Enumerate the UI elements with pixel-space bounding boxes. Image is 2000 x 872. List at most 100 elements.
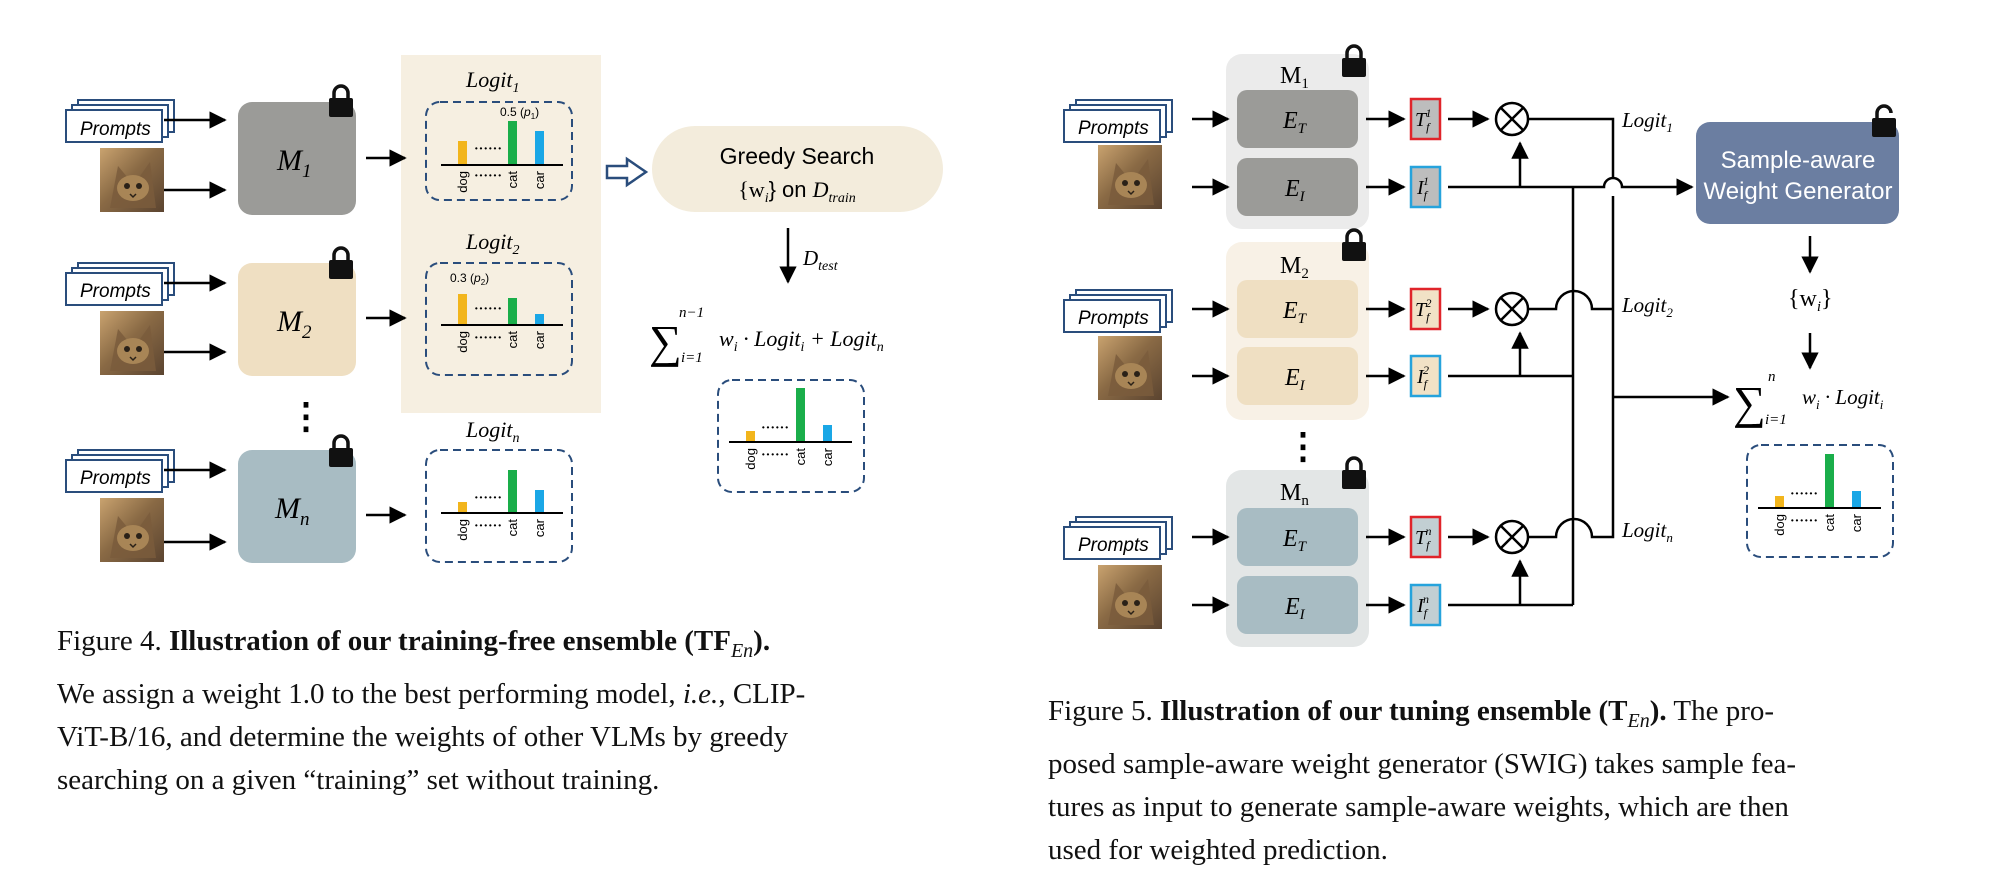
bar-dog bbox=[458, 294, 467, 324]
tick-cat: cat bbox=[1822, 514, 1837, 532]
weights-label: {wi} bbox=[1788, 286, 1833, 315]
caption-title: Illustration of our tuning ensemble (T bbox=[1159, 695, 1628, 727]
tick-cat: cat bbox=[505, 331, 520, 349]
caption-ie: i.e. bbox=[682, 677, 719, 710]
caption-subscript: En bbox=[1627, 709, 1650, 732]
fig4-sum-formula: ∑ n−1 i=1 wi · Logiti + Logitn bbox=[649, 305, 884, 367]
prompts-label: Prompts bbox=[1078, 308, 1149, 329]
bar-dog bbox=[1775, 496, 1784, 507]
bar-car bbox=[1852, 491, 1861, 507]
figure-5-caption: Figure 5. Illustration of our tuning ens… bbox=[1048, 690, 1960, 872]
fig4-row-1: Prompts M1 bbox=[65, 84, 407, 215]
tick-car: car bbox=[820, 447, 835, 466]
caption-line: searching on a given “training” set with… bbox=[57, 763, 660, 796]
svg-text:Ifn: Ifn bbox=[1416, 592, 1429, 620]
caption-line: ViT-B/16, and determine the weights of o… bbox=[57, 720, 789, 753]
prompts-label: Prompts bbox=[80, 119, 151, 140]
svg-text:ET: ET bbox=[1282, 298, 1308, 327]
greedy-search-title: Greedy Search bbox=[720, 143, 875, 169]
tick-car: car bbox=[1849, 513, 1864, 532]
cat-image bbox=[99, 310, 165, 376]
logit-label-2: Logit2 bbox=[1621, 293, 1673, 320]
tick-car: car bbox=[532, 518, 547, 537]
image-encoder-n bbox=[1237, 576, 1358, 634]
bar-cat bbox=[1825, 454, 1834, 507]
cat-image bbox=[1097, 335, 1163, 401]
logit-label-2: Logit2 bbox=[465, 229, 519, 258]
model-name-n: Mn bbox=[1280, 480, 1309, 509]
text-feature-n bbox=[1409, 515, 1442, 559]
lock-icon bbox=[327, 434, 355, 469]
sum-upper: n−1 bbox=[679, 305, 704, 321]
svg-text:······: ······ bbox=[1790, 514, 1818, 529]
bar-car bbox=[535, 490, 544, 512]
fig4-logit-chart-2: 0.3 (p2) ······ ······ dog cat car bbox=[425, 262, 573, 376]
text-feature-2 bbox=[1409, 287, 1442, 331]
svg-text:EI: EI bbox=[1284, 594, 1306, 623]
caption-prefix: Figure 5. bbox=[1048, 695, 1160, 727]
cat-image bbox=[1097, 564, 1163, 630]
tick-cat: cat bbox=[505, 171, 520, 189]
logit-panel-background bbox=[401, 55, 601, 413]
greedy-search-box bbox=[652, 126, 943, 212]
tick-car: car bbox=[532, 330, 547, 349]
bar-cat bbox=[508, 121, 517, 164]
swig-box bbox=[1696, 122, 1899, 224]
tick-car: car bbox=[532, 170, 547, 189]
caption-line: posed sample-aware weight generator (SWI… bbox=[1048, 747, 1797, 780]
caption-line: Figure 5. Illustration of our tuning ens… bbox=[1048, 690, 1960, 743]
vertical-ellipsis: ⋮ bbox=[288, 396, 324, 436]
lock-icon bbox=[327, 246, 355, 281]
svg-text:······: ······ bbox=[761, 421, 789, 436]
bar-car bbox=[535, 131, 544, 164]
svg-text:······: ······ bbox=[1790, 487, 1818, 502]
model-label: M2 bbox=[276, 305, 312, 343]
tick-cat: cat bbox=[793, 448, 808, 466]
lock-icon bbox=[327, 84, 355, 119]
model-name-1: M1 bbox=[1280, 63, 1309, 92]
logit-label-n: Logitn bbox=[1621, 518, 1673, 545]
fig5-result-chart: ······ ······ dog cat car bbox=[1746, 444, 1894, 558]
hollow-arrow-icon bbox=[605, 156, 649, 188]
caption-prefix: Figure 4. bbox=[57, 625, 169, 657]
fig4-logit-chart-1: 0.5 (p1) ······ ······ dog cat car bbox=[425, 101, 573, 201]
cat-image bbox=[99, 497, 165, 563]
svg-text:······: ······ bbox=[474, 142, 502, 157]
prob-note: 0.5 (p1) bbox=[500, 105, 539, 121]
tick-dog: dog bbox=[455, 519, 470, 541]
encoder-blocks: ET EI ET EI ET EI bbox=[1237, 90, 1358, 634]
input-arrows bbox=[1192, 110, 1406, 614]
svg-text:······: ······ bbox=[761, 448, 789, 463]
svg-text:ET: ET bbox=[1282, 108, 1308, 137]
bar-cat bbox=[508, 470, 517, 512]
image-encoder-1 bbox=[1237, 158, 1358, 216]
logit-label-1: Logit1 bbox=[465, 67, 519, 96]
greedy-search-detail: {wi} on Dtrain bbox=[738, 177, 856, 206]
caption-line: Figure 4. Illustration of our training-f… bbox=[57, 620, 963, 673]
sigma-symbol: ∑ bbox=[1733, 377, 1766, 428]
svg-text:If1: If1 bbox=[1416, 174, 1429, 202]
fig5-sum-formula: ∑ n i=1 wi · Logiti bbox=[1733, 369, 1884, 428]
bar-dog bbox=[458, 502, 467, 512]
image-feature-n bbox=[1409, 583, 1442, 627]
bar-car bbox=[823, 425, 832, 441]
sum-lower: i=1 bbox=[1765, 412, 1787, 428]
prompts-label: Prompts bbox=[80, 281, 151, 302]
svg-text:······: ······ bbox=[474, 331, 502, 346]
bar-dog bbox=[458, 141, 467, 164]
fig4-row-n: Prompts Mn bbox=[65, 434, 407, 563]
svg-text:······: ······ bbox=[474, 519, 502, 534]
cat-image bbox=[1097, 144, 1163, 210]
logit-label-n: Logitn bbox=[465, 417, 519, 446]
svg-text:······: ······ bbox=[474, 302, 502, 317]
image-encoder-2 bbox=[1237, 347, 1358, 405]
tick-dog: dog bbox=[1772, 514, 1787, 536]
logit-label-1: Logit1 bbox=[1621, 108, 1673, 135]
feature-boxes: Tf1 If1 Tf2 If2 Tfn Ifn bbox=[1409, 97, 1442, 627]
swig-title-1: Sample-aware bbox=[1721, 147, 1876, 174]
sum-body: wi · Logiti + Logitn bbox=[719, 326, 884, 355]
prob-note: 0.3 (p2) bbox=[450, 271, 489, 287]
figure-4-caption: Figure 4. Illustration of our training-f… bbox=[57, 620, 963, 802]
model-name-2: M2 bbox=[1280, 253, 1309, 282]
